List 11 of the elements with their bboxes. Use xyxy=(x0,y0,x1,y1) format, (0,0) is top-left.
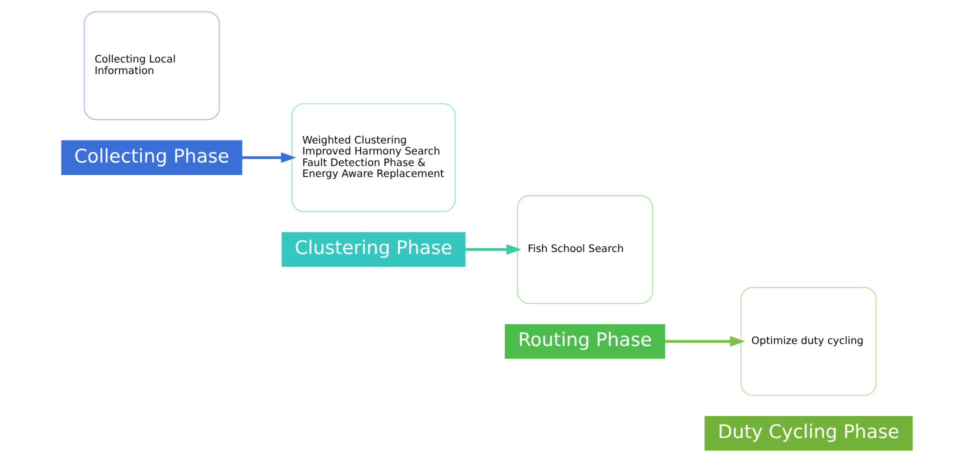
node-box: Weighted Clustering Improved Harmony Search Fault Detection Phase & Energy Aware Replacement xyxy=(291,103,456,212)
node-box: Fish School Search xyxy=(517,195,653,304)
arrow xyxy=(242,152,296,163)
node-box: Routing Phase xyxy=(504,324,666,359)
arrow xyxy=(664,336,746,347)
arrow xyxy=(465,244,522,255)
node-box: Optimize duty cycling xyxy=(740,287,877,396)
node-box: Collecting Local Information xyxy=(84,11,220,120)
node-box: Duty Cycling Phase xyxy=(704,416,913,451)
node-box: Collecting Phase xyxy=(61,140,242,175)
node-box: Clustering Phase xyxy=(282,232,466,267)
